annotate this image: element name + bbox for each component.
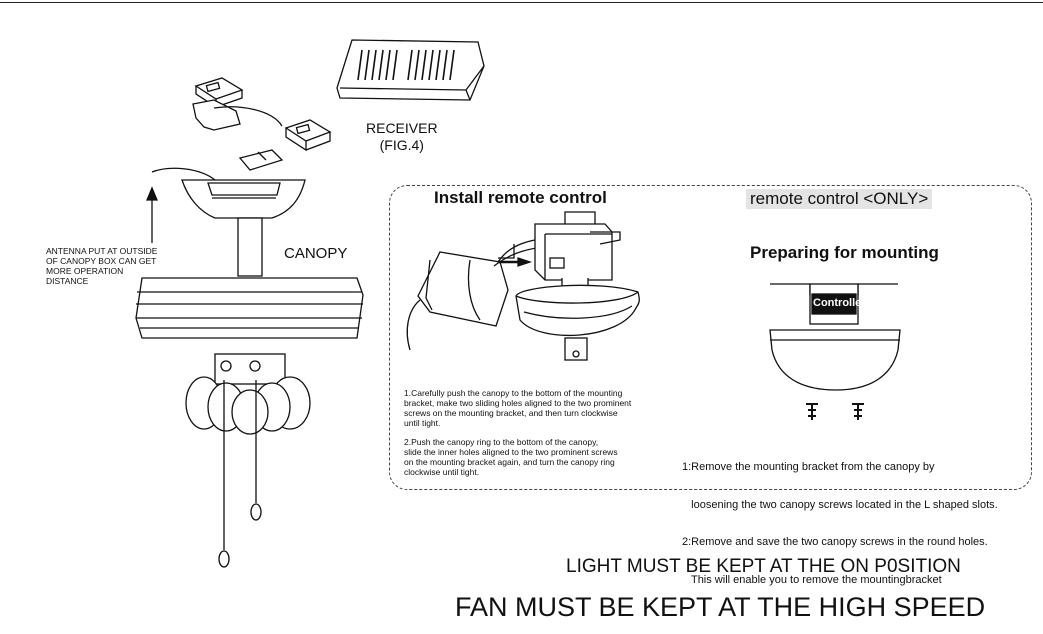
install-step-1: 1.Carefully push the canopy to the botto… — [404, 388, 631, 428]
preparing-title: Preparing for mounting — [750, 243, 939, 262]
instruction-line: This will enable you to remove the mount… — [682, 573, 942, 586]
step-line: screws on the mounting bracket, and then… — [404, 408, 618, 418]
canopy-label: CANOPY — [284, 245, 348, 262]
fan-note: FAN MUST BE KEPT AT THE HIGH SPEED — [455, 592, 986, 622]
step-line: clockwise until tight. — [404, 467, 480, 477]
antenna-arrow — [146, 167, 216, 243]
install-title: Install remote control — [434, 188, 607, 207]
remote-only-title: remote control <ONLY> — [746, 189, 933, 209]
controller-label: Controller — [813, 297, 866, 309]
antenna-note: ANTENNA PUT AT OUTSIDE OF CANOPY BOX CAN… — [46, 246, 176, 286]
controller-illustration — [769, 283, 901, 420]
receiver-label: RECEIVER (FIG.4) — [366, 120, 438, 154]
step-line: 2.Push the canopy ring to the bottom of … — [404, 437, 599, 447]
remote-control-panel — [389, 185, 1032, 490]
antenna-note-line: MORE OPERATION — [46, 266, 124, 276]
receiver-label-line1: RECEIVER — [366, 120, 438, 136]
light-kit-illustration — [185, 353, 311, 568]
install-step-2: 2.Push the canopy ring to the bottom of … — [404, 437, 618, 477]
step-line: until tight. — [404, 418, 441, 428]
instruction-line: loosening the two canopy screws located … — [682, 498, 998, 511]
remote-only-instructions: 1:Remove the mounting bracket from the c… — [682, 436, 998, 599]
canopy-illustration — [181, 179, 306, 277]
fan-housing-illustration — [135, 277, 364, 339]
instruction-line: 1:Remove the mounting bracket from the c… — [682, 461, 935, 473]
receiver-label-line2: (FIG.4) — [379, 137, 424, 153]
light-note: LIGHT MUST BE KEPT AT THE ON P0SITION — [566, 556, 961, 577]
step-line: 1.Carefully push the canopy to the botto… — [404, 388, 623, 398]
top-rule — [0, 2, 1043, 3]
antenna-note-line: OF CANOPY BOX CAN GET — [46, 256, 157, 266]
instruction-line: 2:Remove and save the two canopy screws … — [682, 536, 988, 548]
receiver-illustration — [336, 39, 485, 101]
antenna-note-line: DISTANCE — [46, 276, 89, 286]
mounting-bracket-illustration — [192, 77, 332, 171]
step-line: on the mounting bracket again, and turn … — [404, 457, 615, 467]
step-line: bracket, make two sliding holes aligned … — [404, 398, 632, 408]
antenna-note-line: ANTENNA PUT AT OUTSIDE — [46, 246, 158, 256]
step-line: slide the inner holes aligned to the two… — [404, 447, 618, 457]
install-illustration — [406, 211, 640, 361]
